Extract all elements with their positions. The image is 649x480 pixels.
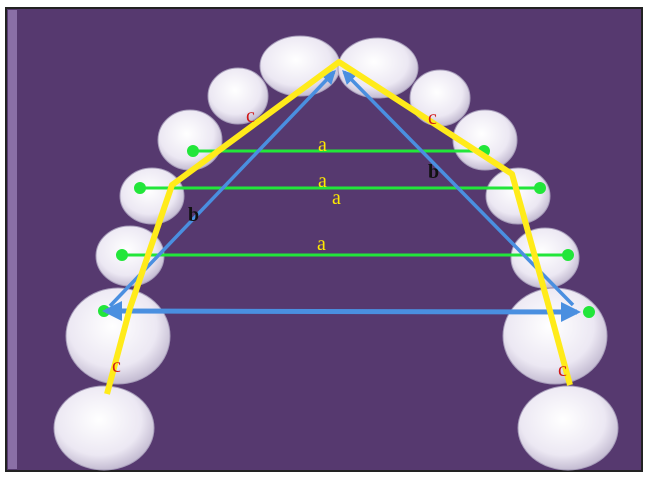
width-point — [562, 249, 574, 261]
label-a2: a — [318, 170, 327, 192]
width-point — [134, 182, 146, 194]
arch-line-b-left — [108, 69, 336, 308]
tooth-canine-right — [452, 109, 518, 171]
label-a1: a — [318, 134, 327, 156]
label-c-right-lower: c — [558, 359, 567, 381]
tooth-incisor-right — [337, 37, 419, 99]
width-point — [534, 182, 546, 194]
tooth-molar2-left — [53, 385, 155, 471]
tooth-lateral-right — [409, 69, 471, 127]
tooth-canine-left — [157, 109, 223, 171]
arch-perimeter-c — [104, 59, 573, 395]
label-a4: a — [317, 233, 326, 255]
label-b-left: b — [188, 204, 199, 226]
label-b-right: b — [428, 161, 439, 183]
left-edge-strip — [8, 10, 17, 469]
width-point — [583, 306, 595, 318]
label-a3: a — [332, 187, 341, 209]
labels: a a a a b b c c c c — [112, 105, 567, 381]
tooth-molar2-right — [517, 385, 619, 471]
label-c-left-upper: c — [246, 105, 255, 127]
tooth-premolar1-left — [119, 167, 185, 225]
label-c-left-lower: c — [112, 355, 121, 377]
intermolar-width-arrow — [102, 301, 581, 322]
width-lines-a — [98, 145, 595, 318]
label-c-right-upper: c — [428, 107, 437, 129]
width-point — [187, 145, 199, 157]
tooth-lateral-left — [207, 67, 269, 125]
width-point — [116, 249, 128, 261]
